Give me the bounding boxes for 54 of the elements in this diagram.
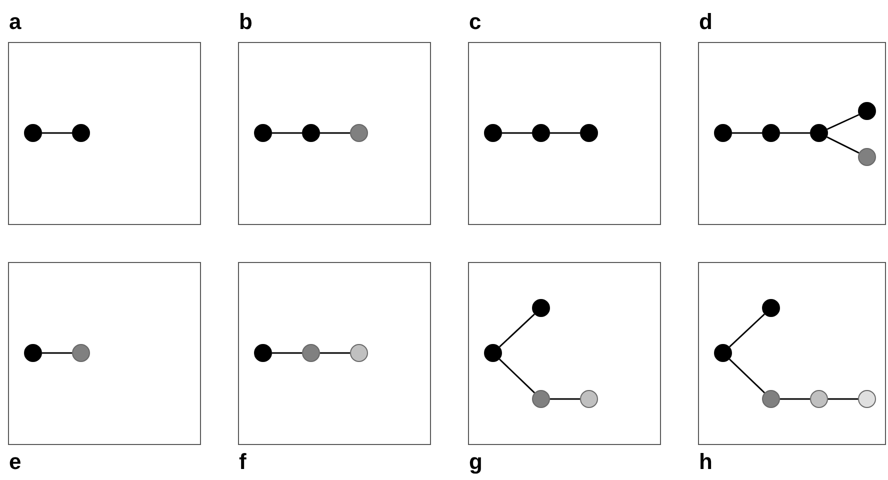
node-circle	[350, 344, 368, 362]
connector-line	[502, 132, 532, 134]
node-circle	[24, 124, 42, 142]
connector-line	[550, 398, 580, 400]
node-circle	[810, 390, 828, 408]
node-circle	[72, 124, 90, 142]
node-circle	[762, 299, 780, 317]
node-circle	[714, 344, 732, 362]
connector-line	[826, 136, 860, 154]
panel-letter: a	[9, 10, 22, 34]
node-circle	[72, 344, 90, 362]
panel-letter: b	[239, 10, 252, 34]
connector-line	[42, 132, 72, 134]
node-circle	[484, 124, 502, 142]
panel-letter: f	[239, 450, 246, 474]
connector-line	[499, 314, 535, 348]
node-circle	[532, 390, 550, 408]
node-circle	[762, 390, 780, 408]
connector-line	[272, 352, 302, 354]
node-circle	[484, 344, 502, 362]
connector-line	[780, 132, 810, 134]
node-circle	[254, 344, 272, 362]
connector-line	[732, 132, 762, 134]
node-circle	[858, 102, 876, 120]
connector-line	[320, 352, 350, 354]
connector-line	[42, 352, 72, 354]
connector-line	[780, 398, 810, 400]
connector-line	[828, 398, 858, 400]
node-circle	[858, 390, 876, 408]
node-circle	[810, 124, 828, 142]
node-circle	[302, 124, 320, 142]
node-circle	[714, 124, 732, 142]
connector-line	[728, 358, 766, 394]
panel-letter: g	[469, 450, 482, 474]
node-circle	[350, 124, 368, 142]
panel-letter: c	[469, 10, 482, 34]
connector-line	[826, 114, 860, 130]
node-circle	[532, 124, 550, 142]
node-circle	[302, 344, 320, 362]
node-circle	[532, 299, 550, 317]
node-circle	[580, 390, 598, 408]
node-circle	[762, 124, 780, 142]
node-circle	[580, 124, 598, 142]
connector-line	[498, 358, 536, 394]
connector-line	[320, 132, 350, 134]
connector-line	[550, 132, 580, 134]
node-circle	[858, 148, 876, 166]
panel-letter: h	[699, 450, 712, 474]
node-circle	[24, 344, 42, 362]
connector-line	[729, 314, 765, 348]
connector-line	[272, 132, 302, 134]
panel-letter: e	[9, 450, 22, 474]
node-circle	[254, 124, 272, 142]
panel-letter: d	[699, 10, 712, 34]
